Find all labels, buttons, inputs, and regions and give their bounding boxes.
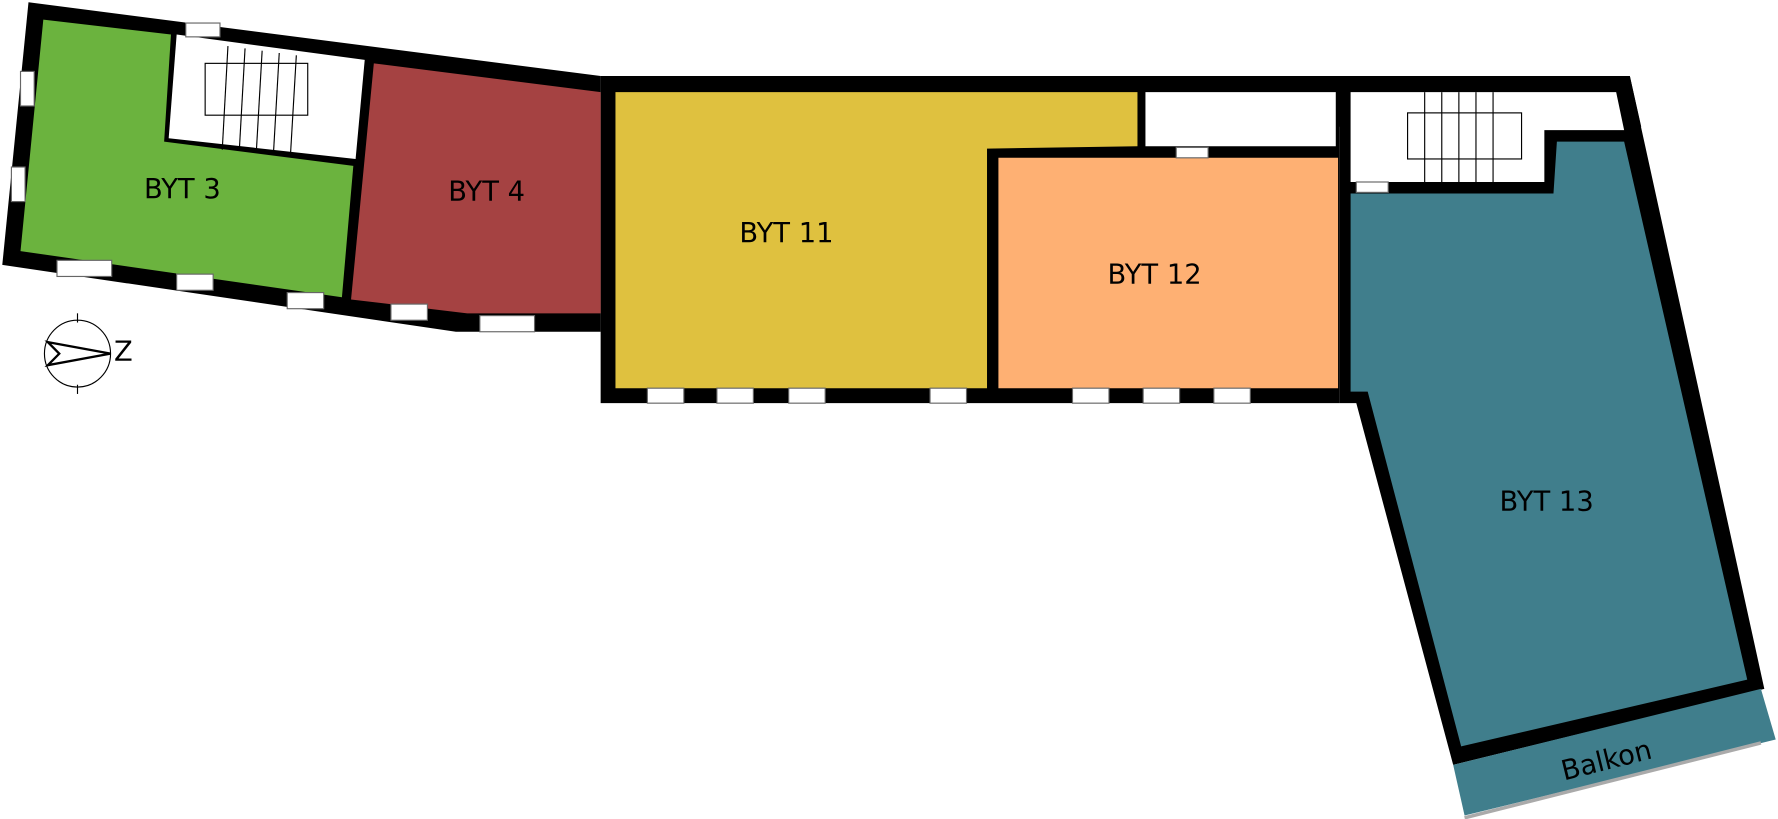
- apartment-label-byt-3: BYT 3: [144, 173, 221, 205]
- balcony-edge: [1464, 741, 1762, 819]
- windows: [10, 22, 1389, 404]
- apartment-label-byt-13: BYT 13: [1500, 485, 1594, 517]
- apartment-label-byt-12: BYT 12: [1107, 258, 1201, 290]
- apartment-byt-12[interactable]: [998, 157, 1339, 389]
- apartment-label-byt-11: BYT 11: [739, 217, 833, 249]
- apartment-byt-4[interactable]: [351, 63, 601, 314]
- corridor: [1145, 92, 1336, 147]
- apartment-byt-13[interactable]: [1350, 141, 1748, 747]
- apartment-byt-11[interactable]: [615, 92, 1138, 389]
- balcony[interactable]: [1453, 688, 1776, 816]
- stairs-icon: [204, 46, 1523, 182]
- compass-label: Z: [114, 335, 133, 367]
- apartment-label-byt-4: BYT 4: [448, 175, 525, 207]
- apartment-byt-3[interactable]: [20, 19, 354, 298]
- stairwell-left: [168, 34, 365, 159]
- compass-icon: Z: [43, 313, 133, 394]
